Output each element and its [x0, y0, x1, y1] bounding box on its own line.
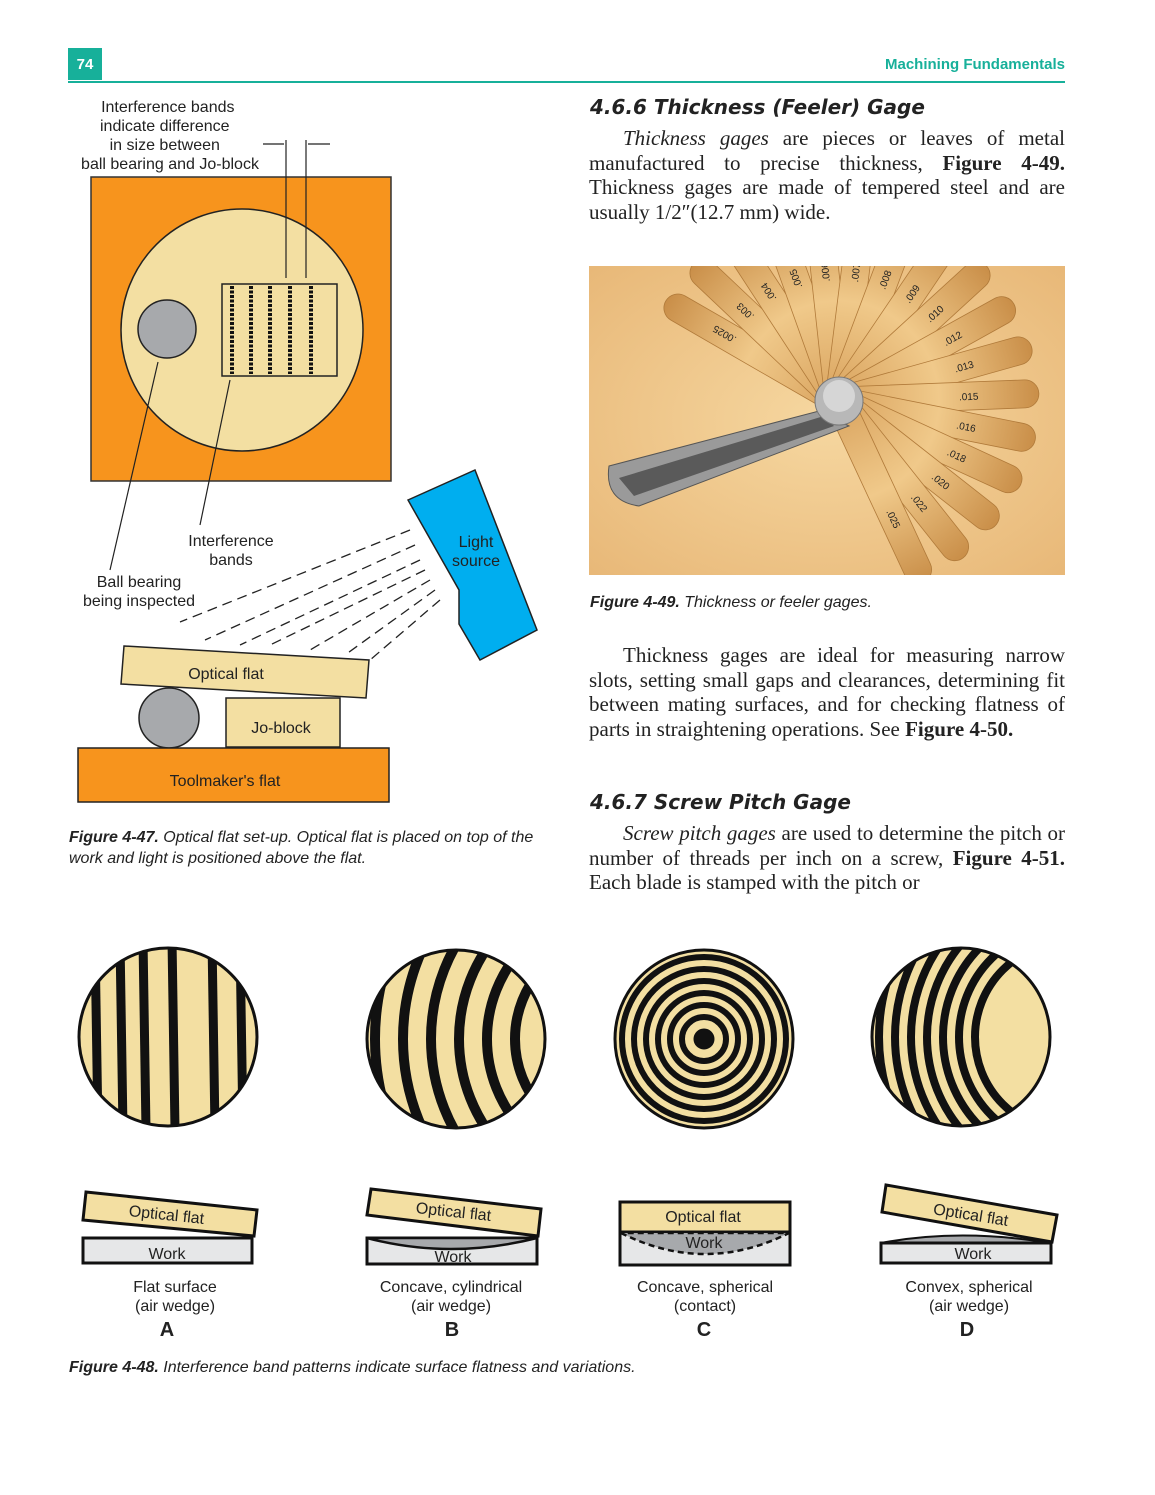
panel-d-side-view: Optical flat Work — [879, 1183, 1059, 1265]
optical-flat-label: Optical flat — [665, 1209, 741, 1226]
leaf-marking: .007 — [850, 266, 863, 283]
work-label: Work — [685, 1235, 723, 1252]
panel-b-desc: Concave, cylindrical(air wedge) — [380, 1279, 522, 1315]
running-title: Machining Fundamentals — [884, 56, 1065, 73]
panel-b-letter: B — [445, 1319, 459, 1341]
interference-pattern-d — [870, 946, 1052, 1128]
text: Thickness gages are ideal for measuring … — [589, 643, 1065, 741]
interference-pattern-b — [365, 948, 547, 1130]
jo-block-top-view — [221, 283, 338, 377]
interference-note-label: Interference bands indicate difference i… — [81, 99, 260, 173]
light-rays — [179, 529, 441, 661]
figure-ref: Figure 4-50. — [905, 716, 1014, 741]
caption-text: Thickness or feeler gages. — [679, 594, 872, 611]
section-heading-4-6-7: 4.6.7 Screw Pitch Gage — [590, 790, 851, 814]
figure-4-48-diagram: Optical flat Work Optical flat Work Opti… — [77, 946, 1059, 1341]
leader-lines — [109, 140, 330, 571]
caption-label: Figure 4-47. — [69, 829, 159, 846]
section-4-6-6-paragraph-1: Thickness gages are pieces or leaves of … — [589, 126, 1065, 224]
text: are used to determine the pitch or numbe… — [589, 821, 1065, 870]
interference-pattern-a — [77, 946, 259, 1128]
term: Screw pitch gages — [623, 821, 776, 845]
panel-b-side-view: Optical flat Work — [365, 1187, 543, 1266]
ball-bearing-top-view — [137, 299, 197, 359]
feeler-leaf: .018 — [837, 392, 1023, 494]
term: Thickness gages — [623, 126, 769, 150]
optical-flat-side — [120, 645, 370, 699]
panel-c-side-view: Optical flat Work — [618, 1200, 792, 1267]
section-4-6-7-paragraph-1: Screw pitch gages are used to determine … — [589, 821, 1065, 895]
panel-a-side-view: Optical flat Work — [81, 1190, 259, 1265]
figure-4-47-caption: Figure 4-47. Optical flat set-up. Optica… — [69, 827, 559, 869]
toolmakers-flat-side — [77, 747, 390, 803]
panel-c-desc: Concave, spherical(contact) — [637, 1279, 773, 1315]
toolmakers-flat-label: Toolmaker's flat — [170, 773, 281, 790]
panel-a-letter: A — [160, 1319, 174, 1341]
text: are pieces or leaves of metal manufactur… — [589, 126, 1065, 175]
panel-d-desc: Convex, spherical(air wedge) — [905, 1279, 1032, 1315]
leaf-marking: .013 — [953, 359, 975, 375]
text: Thickness gages are made of tempered ste… — [589, 175, 1065, 224]
figure-4-48-caption: Figure 4-48. Interference band patterns … — [69, 1357, 636, 1378]
leaf-marking: .016 — [955, 420, 977, 435]
jo-block-label: Jo-block — [251, 720, 312, 737]
light-source — [406, 468, 538, 661]
caption-text: Interference band patterns indicate surf… — [158, 1359, 636, 1376]
header-rule — [68, 81, 1065, 83]
leaf-marking: .015 — [959, 392, 979, 404]
panel-c-letter: C — [697, 1319, 711, 1341]
feeler-gage-photo: .0025.003.004.005.006.007.008.009.010.01… — [589, 266, 1065, 575]
panel-a-desc: Flat surface(air wedge) — [133, 1279, 217, 1315]
figure-4-49-caption: Figure 4-49. Thickness or feeler gages. — [590, 592, 872, 613]
jo-block-side — [225, 697, 341, 748]
leaf-marking: .006 — [820, 266, 833, 282]
work-label: Work — [434, 1249, 472, 1266]
caption-label: Figure 4-48. — [69, 1359, 159, 1376]
interference-pattern-c — [613, 948, 795, 1130]
caption-label: Figure 4-49. — [590, 594, 680, 611]
figure-ref: Figure 4-49. — [942, 150, 1065, 175]
panel-d-letter: D — [960, 1319, 974, 1341]
figure-4-47-diagram: Interference bands indicate difference i… — [77, 99, 538, 803]
panel-descriptions: Flat surface(air wedge) Concave, cylindr… — [133, 1279, 1032, 1315]
work-label: Work — [954, 1246, 992, 1263]
section-heading-4-6-6: 4.6.6 Thickness (Feeler) Gage — [590, 95, 925, 119]
caption-text: Optical flat set-up. Optical flat is pla… — [69, 829, 534, 867]
interference-bands-lines — [230, 286, 313, 374]
ball-bearing-side — [138, 687, 200, 749]
optical-flat-label: Optical flat — [188, 666, 264, 683]
page-number: 74 — [68, 48, 102, 80]
section-4-6-6-paragraph-2: Thickness gages are ideal for measuring … — [589, 643, 1065, 741]
text: Each blade is stamped with the pitch or — [589, 870, 920, 894]
work-label: Work — [148, 1246, 186, 1263]
figure-ref: Figure 4-51. — [952, 845, 1065, 870]
